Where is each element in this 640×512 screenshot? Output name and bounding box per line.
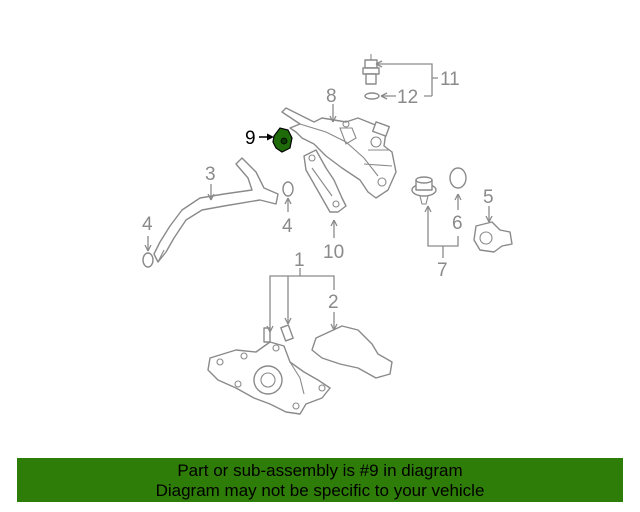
part-3-hose <box>153 157 279 263</box>
part-9-gasket <box>272 127 293 153</box>
label-8: 8 <box>326 86 337 107</box>
info-banner: Part or sub-assembly is #9 in diagram Di… <box>17 458 623 502</box>
label-2: 2 <box>328 292 339 313</box>
part-12-oring <box>364 92 380 100</box>
part-10-bracket <box>303 149 347 213</box>
part-1-water-pump <box>207 324 331 415</box>
label-4b: 4 <box>282 216 293 237</box>
part-7-thermostat <box>411 176 437 205</box>
part-2-pump-gasket <box>311 325 393 379</box>
label-5: 5 <box>483 187 494 208</box>
part-8-water-pipe <box>281 107 397 199</box>
label-3: 3 <box>205 164 216 185</box>
banner-line-2: Diagram may not be specific to your vehi… <box>155 481 485 500</box>
label-4a: 4 <box>142 214 153 235</box>
label-12: 12 <box>397 87 418 108</box>
banner-line-1: Part or sub-assembly is #9 in diagram <box>177 461 463 480</box>
label-7: 7 <box>437 260 448 281</box>
label-11: 11 <box>440 69 460 90</box>
leader-1 <box>269 268 335 332</box>
leader-11 <box>376 63 438 96</box>
part-11-fitting <box>362 54 380 85</box>
part-6-gasket-ring <box>449 167 467 189</box>
label-1: 1 <box>294 250 305 271</box>
label-6: 6 <box>452 213 463 234</box>
part-5-cover <box>473 221 513 253</box>
part-4-oring-left <box>142 252 154 268</box>
label-9: 9 <box>245 128 256 149</box>
part-4-oring-center <box>282 181 294 197</box>
label-10: 10 <box>323 242 344 263</box>
leader-7 <box>427 206 459 258</box>
